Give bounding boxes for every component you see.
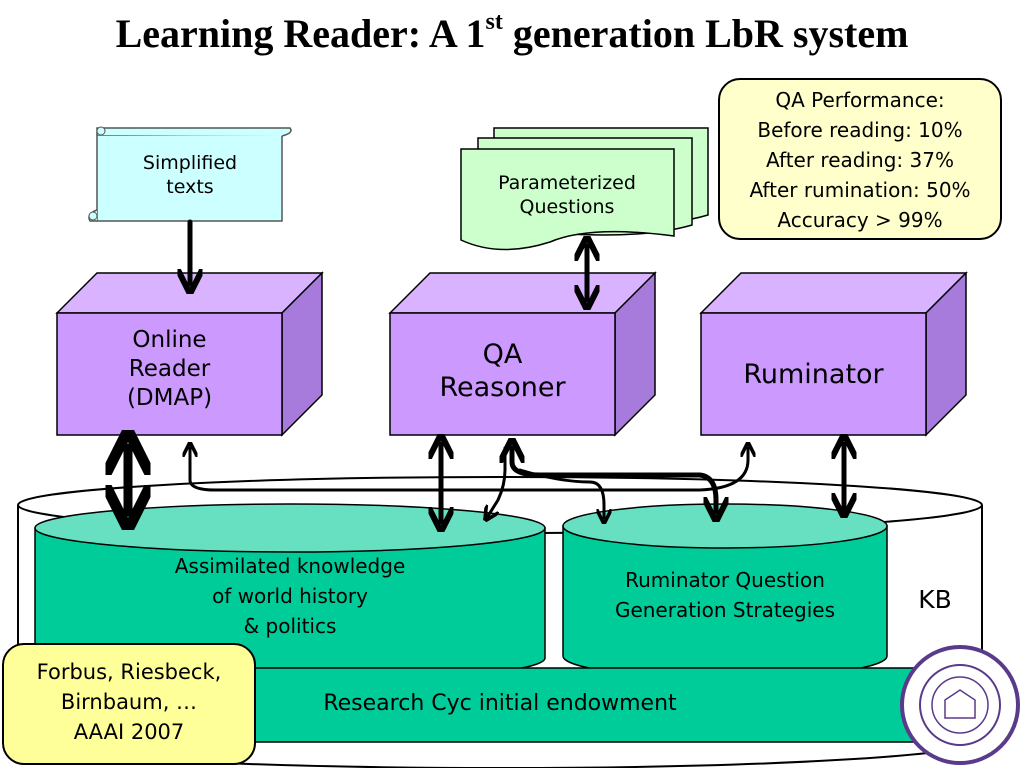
ruminator-strategies-label: Ruminator Question Generation Strategies [614, 568, 836, 622]
arrow-qa-to-strategies [512, 448, 716, 512]
ruminator-cube [699, 271, 968, 437]
citation-note: Forbus, Riesbeck, Birnbaum, … AAAI 2007 [2, 643, 256, 765]
simplified-texts-scroll [88, 126, 292, 222]
university-seal-icon [900, 645, 1020, 765]
parameterized-questions-label: Parameterized Questions [498, 172, 636, 218]
simplified-texts-label: Simplified texts [142, 152, 238, 198]
assimilated-knowledge-label: Assimilated knowledge of world history &… [174, 554, 406, 638]
ruminator-label: Ruminator [743, 359, 884, 390]
online-reader-cube [55, 271, 324, 437]
qa-reasoner-label: QA Reasoner [439, 339, 566, 403]
kb-label: KB [918, 585, 952, 614]
slide-title: Learning Reader: A 1st generation LbR sy… [115, 8, 909, 56]
qa-performance-note: QA Performance: Before reading: 10% Afte… [718, 78, 1002, 240]
parameterized-questions-docs [460, 127, 709, 251]
research-cyc-label: Research Cyc initial endowment [323, 691, 677, 716]
online-reader-label: Online Reader (DMAP) [126, 327, 213, 411]
arrow-strategies-curve [518, 468, 604, 518]
arrows [128, 219, 844, 522]
